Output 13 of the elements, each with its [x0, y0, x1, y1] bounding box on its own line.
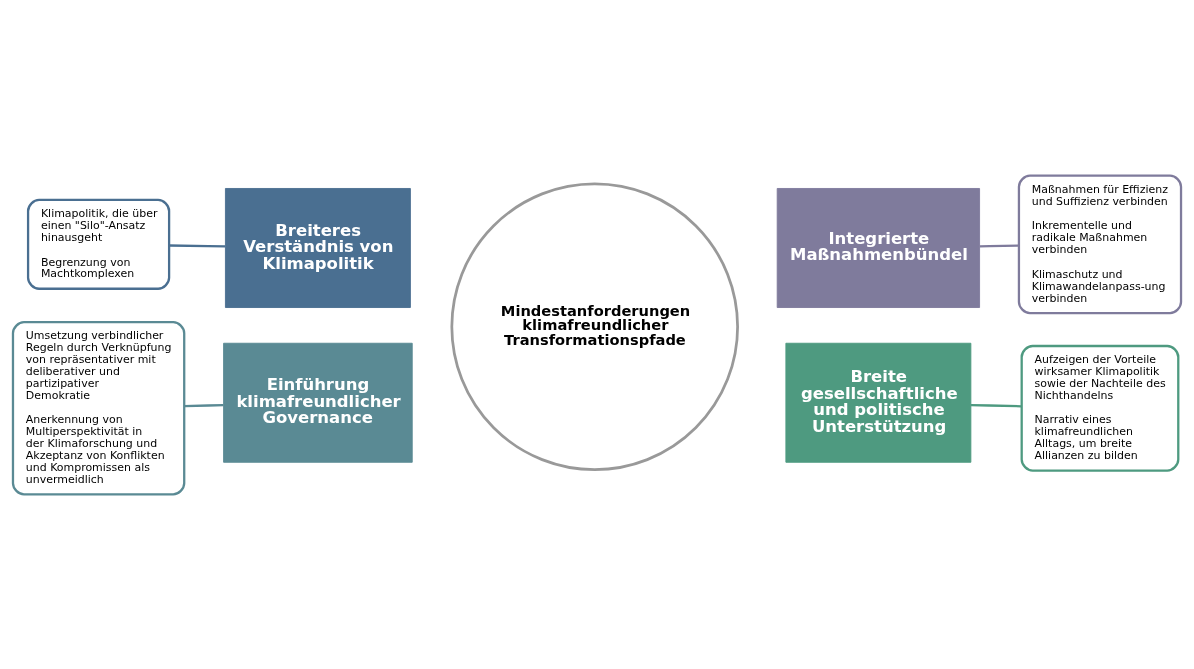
node-box: Integrierte Maßnahmenbündel [776, 187, 980, 308]
node-box: Breite gesellschaftliche und politische Unterstützung [785, 342, 972, 463]
node-box: Umsetzung verbindlicher Regeln durch Verknüpfung von repräsentativer mit deliberativer und partizipativer Demokratie Anerkennung von Multiperspektivität in der Klimaforschung und Akzeptanz von Konflikten und Kompromissen als unvermeidlich [11, 320, 186, 495]
connector [970, 403, 1022, 407]
node-box: Einführung klimafreundlicher Governance [223, 342, 413, 463]
node-box: Klimapolitik, die über einen "Silo"-Ansatz hinausgeht Begrenzung von Machtkomplexen [26, 198, 171, 290]
node-box: Maßnahmen für Effizienz und Suffizienz verbinden Inkrementelle und radikale Maßnahmen verbinden Klimaschutz und Klimawandelanpass-ung verbinden [1017, 174, 1183, 314]
node-circle: Mindestanforderungen klimafreundlicher Transformationspfade [450, 182, 739, 471]
connector [169, 243, 226, 248]
connector [184, 403, 224, 407]
connector [979, 244, 1019, 247]
node-box: Breiteres Verständnis von Klimapolitik [224, 187, 411, 308]
node-box: Aufzeigen der Vorteile wirksamer Klimapolitik sowie der Nachteile des Nichthandelns Narrativ eines klimafreundlichen Alltags, um breite Allianzen zu bilden [1020, 344, 1180, 472]
